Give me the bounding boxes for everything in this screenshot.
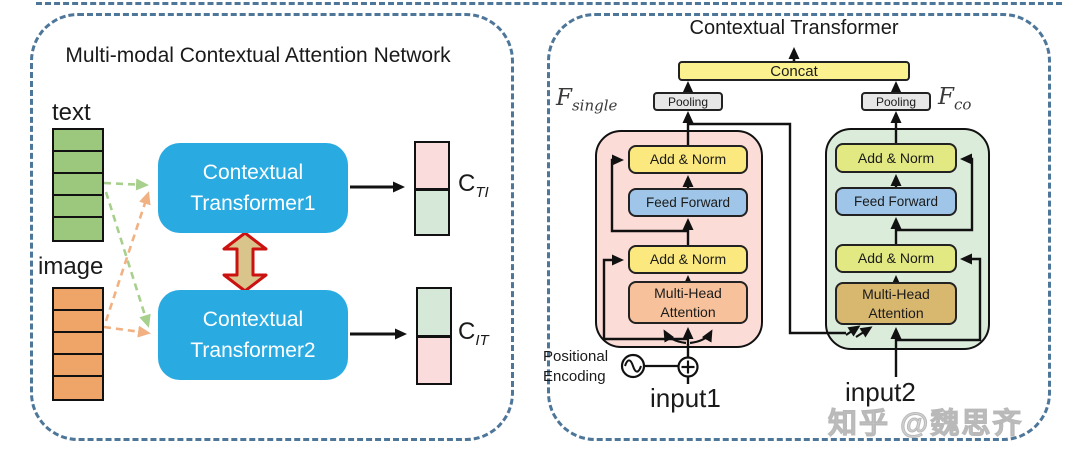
r-add-norm-top-label: Add & Norm bbox=[857, 149, 935, 166]
cti-divider bbox=[416, 188, 448, 191]
feature-cell bbox=[54, 130, 102, 152]
image-to-transformer2-arrow bbox=[103, 325, 151, 338]
left-panel-border bbox=[30, 13, 514, 441]
left-panel-title: Multi-modal Contextual Attention Network bbox=[65, 44, 451, 67]
ct1-line2: Transformer1 bbox=[190, 192, 316, 215]
r-feed-forward-label: Feed Forward bbox=[853, 193, 939, 209]
r-mha-line1: Multi-Head bbox=[862, 286, 930, 303]
ct2-line2: Transformer2 bbox=[190, 339, 316, 362]
text-to-transformer1-arrow bbox=[103, 178, 149, 191]
cross-kv-arrow-2 bbox=[855, 326, 873, 338]
contextual-transformer2-box: Contextual Transformer2 bbox=[158, 290, 348, 380]
outer-dashed-line bbox=[36, 2, 1062, 5]
l-qkv-right-arrow bbox=[689, 329, 713, 345]
concat-label: Concat bbox=[770, 62, 818, 80]
cti-label: CTI bbox=[458, 170, 489, 201]
image-to-transformer1-arrow bbox=[104, 191, 151, 322]
r-add-norm-bottom-label: Add & Norm bbox=[857, 250, 935, 267]
bidirectional-red-arrow bbox=[222, 231, 268, 293]
f-co-base: F bbox=[938, 84, 954, 110]
feature-cell bbox=[54, 289, 102, 311]
pooling-right-label: Pooling bbox=[875, 94, 917, 109]
l-add-norm-bottom-label: Add & Norm bbox=[649, 251, 727, 268]
cit-green-segment bbox=[418, 289, 450, 335]
input2-label: input2 bbox=[845, 377, 916, 407]
cit-pink-segment bbox=[418, 338, 450, 383]
feature-cell bbox=[54, 152, 102, 174]
r-mha-line2: Attention bbox=[868, 304, 924, 321]
r-add-norm-top-box: Add & Norm bbox=[835, 143, 957, 173]
l-add-norm-bottom-box: Add & Norm bbox=[628, 245, 748, 274]
cti-sub: TI bbox=[475, 183, 489, 201]
input1-label: input1 bbox=[650, 383, 721, 413]
pooling-left-box: Pooling bbox=[653, 92, 723, 111]
feature-cell bbox=[54, 218, 102, 240]
r-residual-top bbox=[896, 153, 974, 232]
pos-enc-line1: Positional bbox=[543, 348, 609, 365]
feature-cell bbox=[54, 196, 102, 218]
l-residual-top bbox=[610, 154, 688, 233]
right-panel-border bbox=[547, 13, 1051, 441]
f-single-label: Fsingle bbox=[556, 85, 617, 115]
image-feature-stack bbox=[52, 287, 104, 401]
f-co-label: Fco bbox=[938, 84, 971, 114]
watermark: 知乎 @魏思齐 bbox=[827, 408, 1024, 441]
contextual-transformer1-box: Contextual Transformer1 bbox=[158, 143, 348, 233]
ct1-line1: Contextual bbox=[202, 160, 304, 184]
feature-cell bbox=[54, 333, 102, 355]
f-co-sub: co bbox=[953, 95, 972, 114]
l-mha-line2: Attention bbox=[660, 303, 716, 320]
sine-wave-glyph bbox=[624, 359, 642, 373]
cross-connection-line bbox=[688, 122, 846, 335]
feature-cell bbox=[54, 311, 102, 333]
feature-cell bbox=[54, 377, 102, 399]
r-add-norm-bottom-box: Add & Norm bbox=[835, 244, 957, 273]
l-feed-forward-label: Feed Forward bbox=[645, 194, 731, 210]
cross-kv-arrow-1 bbox=[845, 325, 861, 337]
l-qkv-left-arrow bbox=[663, 329, 687, 345]
f-single-base: F bbox=[556, 85, 572, 111]
l-feed-forward-box: Feed Forward bbox=[628, 188, 748, 217]
right-panel-title: Contextual Transformer bbox=[689, 17, 899, 39]
feature-cell bbox=[54, 355, 102, 377]
text-stack-label: text bbox=[52, 99, 91, 126]
output-cit-box bbox=[416, 287, 452, 385]
output-cti-box bbox=[414, 141, 450, 236]
cti-green-segment bbox=[416, 191, 448, 234]
f-single-sub: single bbox=[571, 96, 618, 115]
cti-pink-segment bbox=[416, 143, 448, 188]
pooling-left-label: Pooling bbox=[667, 94, 709, 109]
pooling-right-box: Pooling bbox=[861, 92, 931, 111]
l-residual-bottom bbox=[602, 254, 688, 341]
l-multi-head-attention-box: Multi-Head Attention bbox=[628, 281, 748, 324]
r-residual-bottom bbox=[896, 253, 982, 342]
feature-cell bbox=[54, 174, 102, 196]
text-feature-stack bbox=[52, 128, 104, 242]
pos-enc-line2: Encoding bbox=[543, 368, 606, 386]
image-stack-label: image bbox=[38, 253, 104, 280]
ct2-line1: Contextual bbox=[202, 307, 304, 331]
concat-box: Concat bbox=[678, 61, 910, 81]
cit-divider bbox=[418, 335, 450, 338]
r-multi-head-attention-box: Multi-Head Attention bbox=[835, 282, 957, 325]
cit-base: C bbox=[458, 318, 476, 345]
positional-encoding-label: Positional Encoding bbox=[543, 347, 625, 388]
cit-label: CIT bbox=[458, 318, 489, 349]
l-add-norm-top-box: Add & Norm bbox=[628, 145, 748, 174]
cti-base: C bbox=[458, 170, 476, 197]
l-add-norm-top-label: Add & Norm bbox=[649, 151, 727, 168]
r-feed-forward-box: Feed Forward bbox=[835, 187, 957, 216]
cit-sub: IT bbox=[475, 331, 489, 349]
l-mha-line1: Multi-Head bbox=[654, 285, 722, 302]
